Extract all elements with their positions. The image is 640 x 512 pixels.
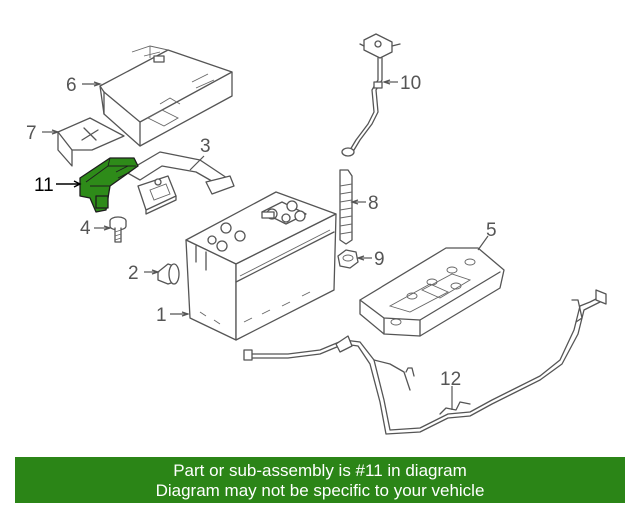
- callout-8: 8: [368, 193, 379, 214]
- callout-12: 12: [440, 369, 461, 390]
- parts-diagram: 6 7 3 11 4 2 1 10 8 9 5 12: [26, 33, 607, 435]
- info-banner: Part or sub-assembly is #11 in diagram D…: [15, 457, 625, 503]
- callout-9: 9: [374, 249, 385, 270]
- banner-line-1: Part or sub-assembly is #11 in diagram: [173, 461, 467, 480]
- callout-6: 6: [66, 75, 77, 96]
- part-2-plug[interactable]: [157, 263, 180, 285]
- part-12-cable[interactable]: [243, 289, 607, 435]
- part-5-battery-tray[interactable]: [359, 247, 505, 337]
- callout-1: 1: [156, 305, 167, 326]
- part-8-long-bolt[interactable]: [339, 169, 353, 245]
- part-9-nut[interactable]: [337, 249, 359, 269]
- part-1-battery[interactable]: [185, 191, 337, 341]
- part-3-hold-down-bracket[interactable]: [125, 151, 235, 215]
- callout-3: 3: [200, 136, 211, 157]
- callout-7: 7: [26, 123, 37, 144]
- part-10-ground-strap[interactable]: [341, 33, 401, 157]
- callout-11: 11: [34, 175, 54, 196]
- banner-line-2: Diagram may not be specific to your vehi…: [155, 481, 485, 500]
- callout-10: 10: [400, 73, 421, 94]
- part-11-battery-module[interactable]: [79, 157, 139, 213]
- callout-5: 5: [486, 220, 497, 241]
- callout-2: 2: [128, 263, 139, 284]
- part-4-bolt[interactable]: [109, 216, 127, 243]
- callout-4: 4: [80, 218, 91, 239]
- leader-lines: [42, 79, 489, 410]
- part-6-battery-cover[interactable]: [99, 45, 233, 147]
- part-7-terminal-cover-plate[interactable]: [57, 117, 125, 167]
